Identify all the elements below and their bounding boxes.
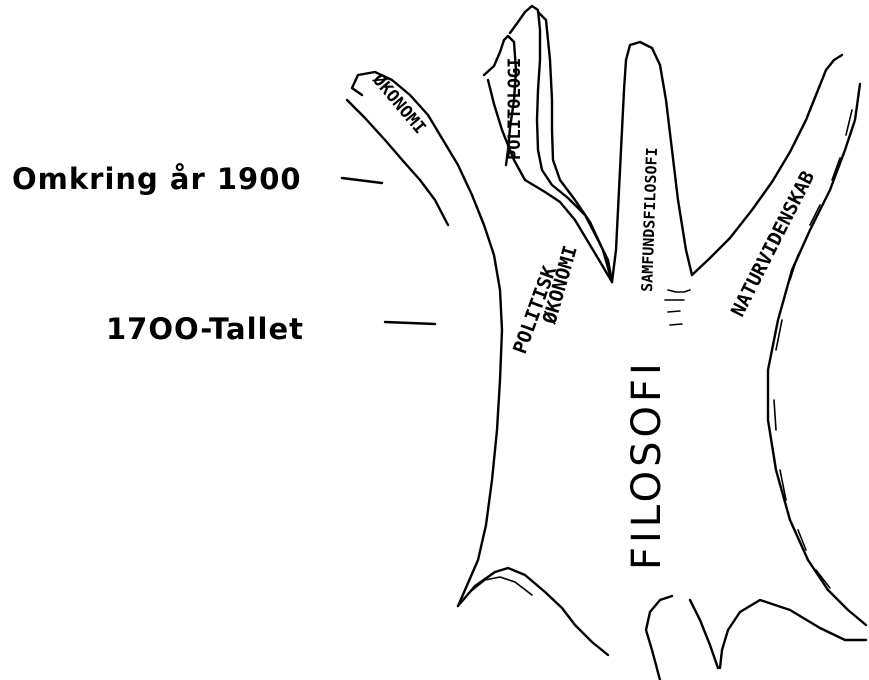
root-left bbox=[458, 568, 608, 655]
branch-label-politology: POLITOLOGI bbox=[505, 58, 525, 160]
root-left-hatching bbox=[470, 577, 532, 595]
pointer-line-1900 bbox=[342, 178, 382, 183]
branch-label-social-philosophy: SAMFUNDSFILOSOFI bbox=[638, 147, 661, 292]
social-philosophy-hatching bbox=[665, 290, 690, 325]
politology-branch-left bbox=[510, 6, 612, 282]
pointer-line-1700 bbox=[385, 322, 435, 324]
root-center bbox=[646, 596, 672, 680]
economy-branch-lower-edge bbox=[347, 100, 448, 225]
trunk-label-philosophy: FILOSOFI bbox=[624, 359, 670, 570]
trunk-left-outline bbox=[352, 72, 502, 606]
root-center-right bbox=[690, 600, 718, 668]
branch-label-economy: ØKONOMI bbox=[368, 70, 430, 139]
trunk-right-outline bbox=[720, 600, 866, 668]
politology-branch-right bbox=[538, 12, 612, 282]
branch-label-natural-science: NATURVIDENSKAB bbox=[727, 168, 819, 321]
